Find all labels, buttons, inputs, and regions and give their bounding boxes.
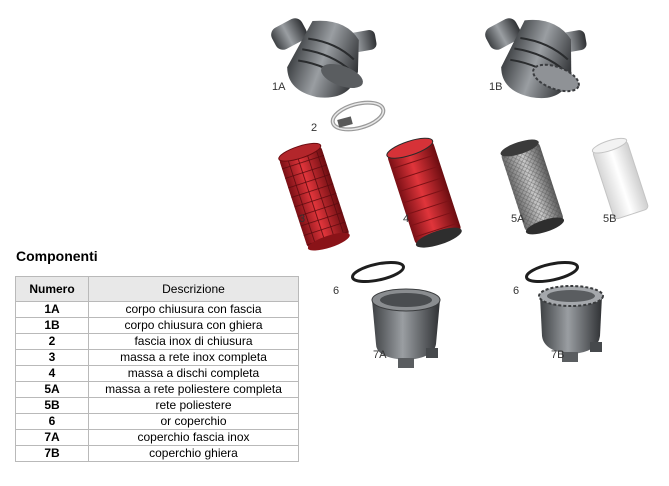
part-6-oring-left — [351, 260, 405, 284]
label-5a: 5A — [511, 213, 525, 225]
label-3: 3 — [299, 213, 305, 225]
row-description: massa a rete poliestere completa — [88, 381, 299, 398]
table-header-row: Numero Descrizione — [15, 276, 299, 302]
header-descrizione: Descrizione — [88, 276, 299, 302]
part-7a-cover — [371, 288, 441, 368]
row-description: coperchio ghiera — [88, 445, 299, 462]
label-5b: 5B — [603, 213, 616, 225]
part-5b-polyester-net — [591, 137, 649, 220]
row-description: corpo chiusura con fascia — [88, 301, 299, 318]
label-2: 2 — [311, 122, 317, 134]
label-4: 4 — [403, 213, 409, 225]
label-6-left: 6 — [333, 285, 339, 297]
part-1b-body — [485, 18, 587, 99]
label-7a: 7A — [373, 349, 387, 361]
label-7b: 7B — [551, 349, 564, 361]
part-7b-cover — [538, 285, 604, 362]
components-title: Componenti — [16, 248, 98, 264]
part-6-oring-right — [525, 260, 579, 284]
part-2-clamp-band — [330, 100, 386, 132]
label-1b: 1B — [489, 81, 502, 93]
part-5a-polyester-cartridge — [500, 139, 565, 235]
row-number: 7B — [15, 445, 89, 462]
row-description: fascia inox di chiusura — [88, 333, 299, 350]
label-6-right: 6 — [513, 285, 519, 297]
row-description: coperchio fascia inox — [88, 429, 299, 446]
part-4-disc-cartridge — [386, 137, 462, 248]
row-number: 1B — [15, 317, 89, 334]
row-description: or coperchio — [88, 413, 299, 430]
label-1a: 1A — [272, 81, 286, 93]
part-3-mesh-cartridge — [278, 142, 350, 251]
row-description: corpo chiusura con ghiera — [88, 317, 299, 334]
part-1a-body — [271, 18, 377, 98]
